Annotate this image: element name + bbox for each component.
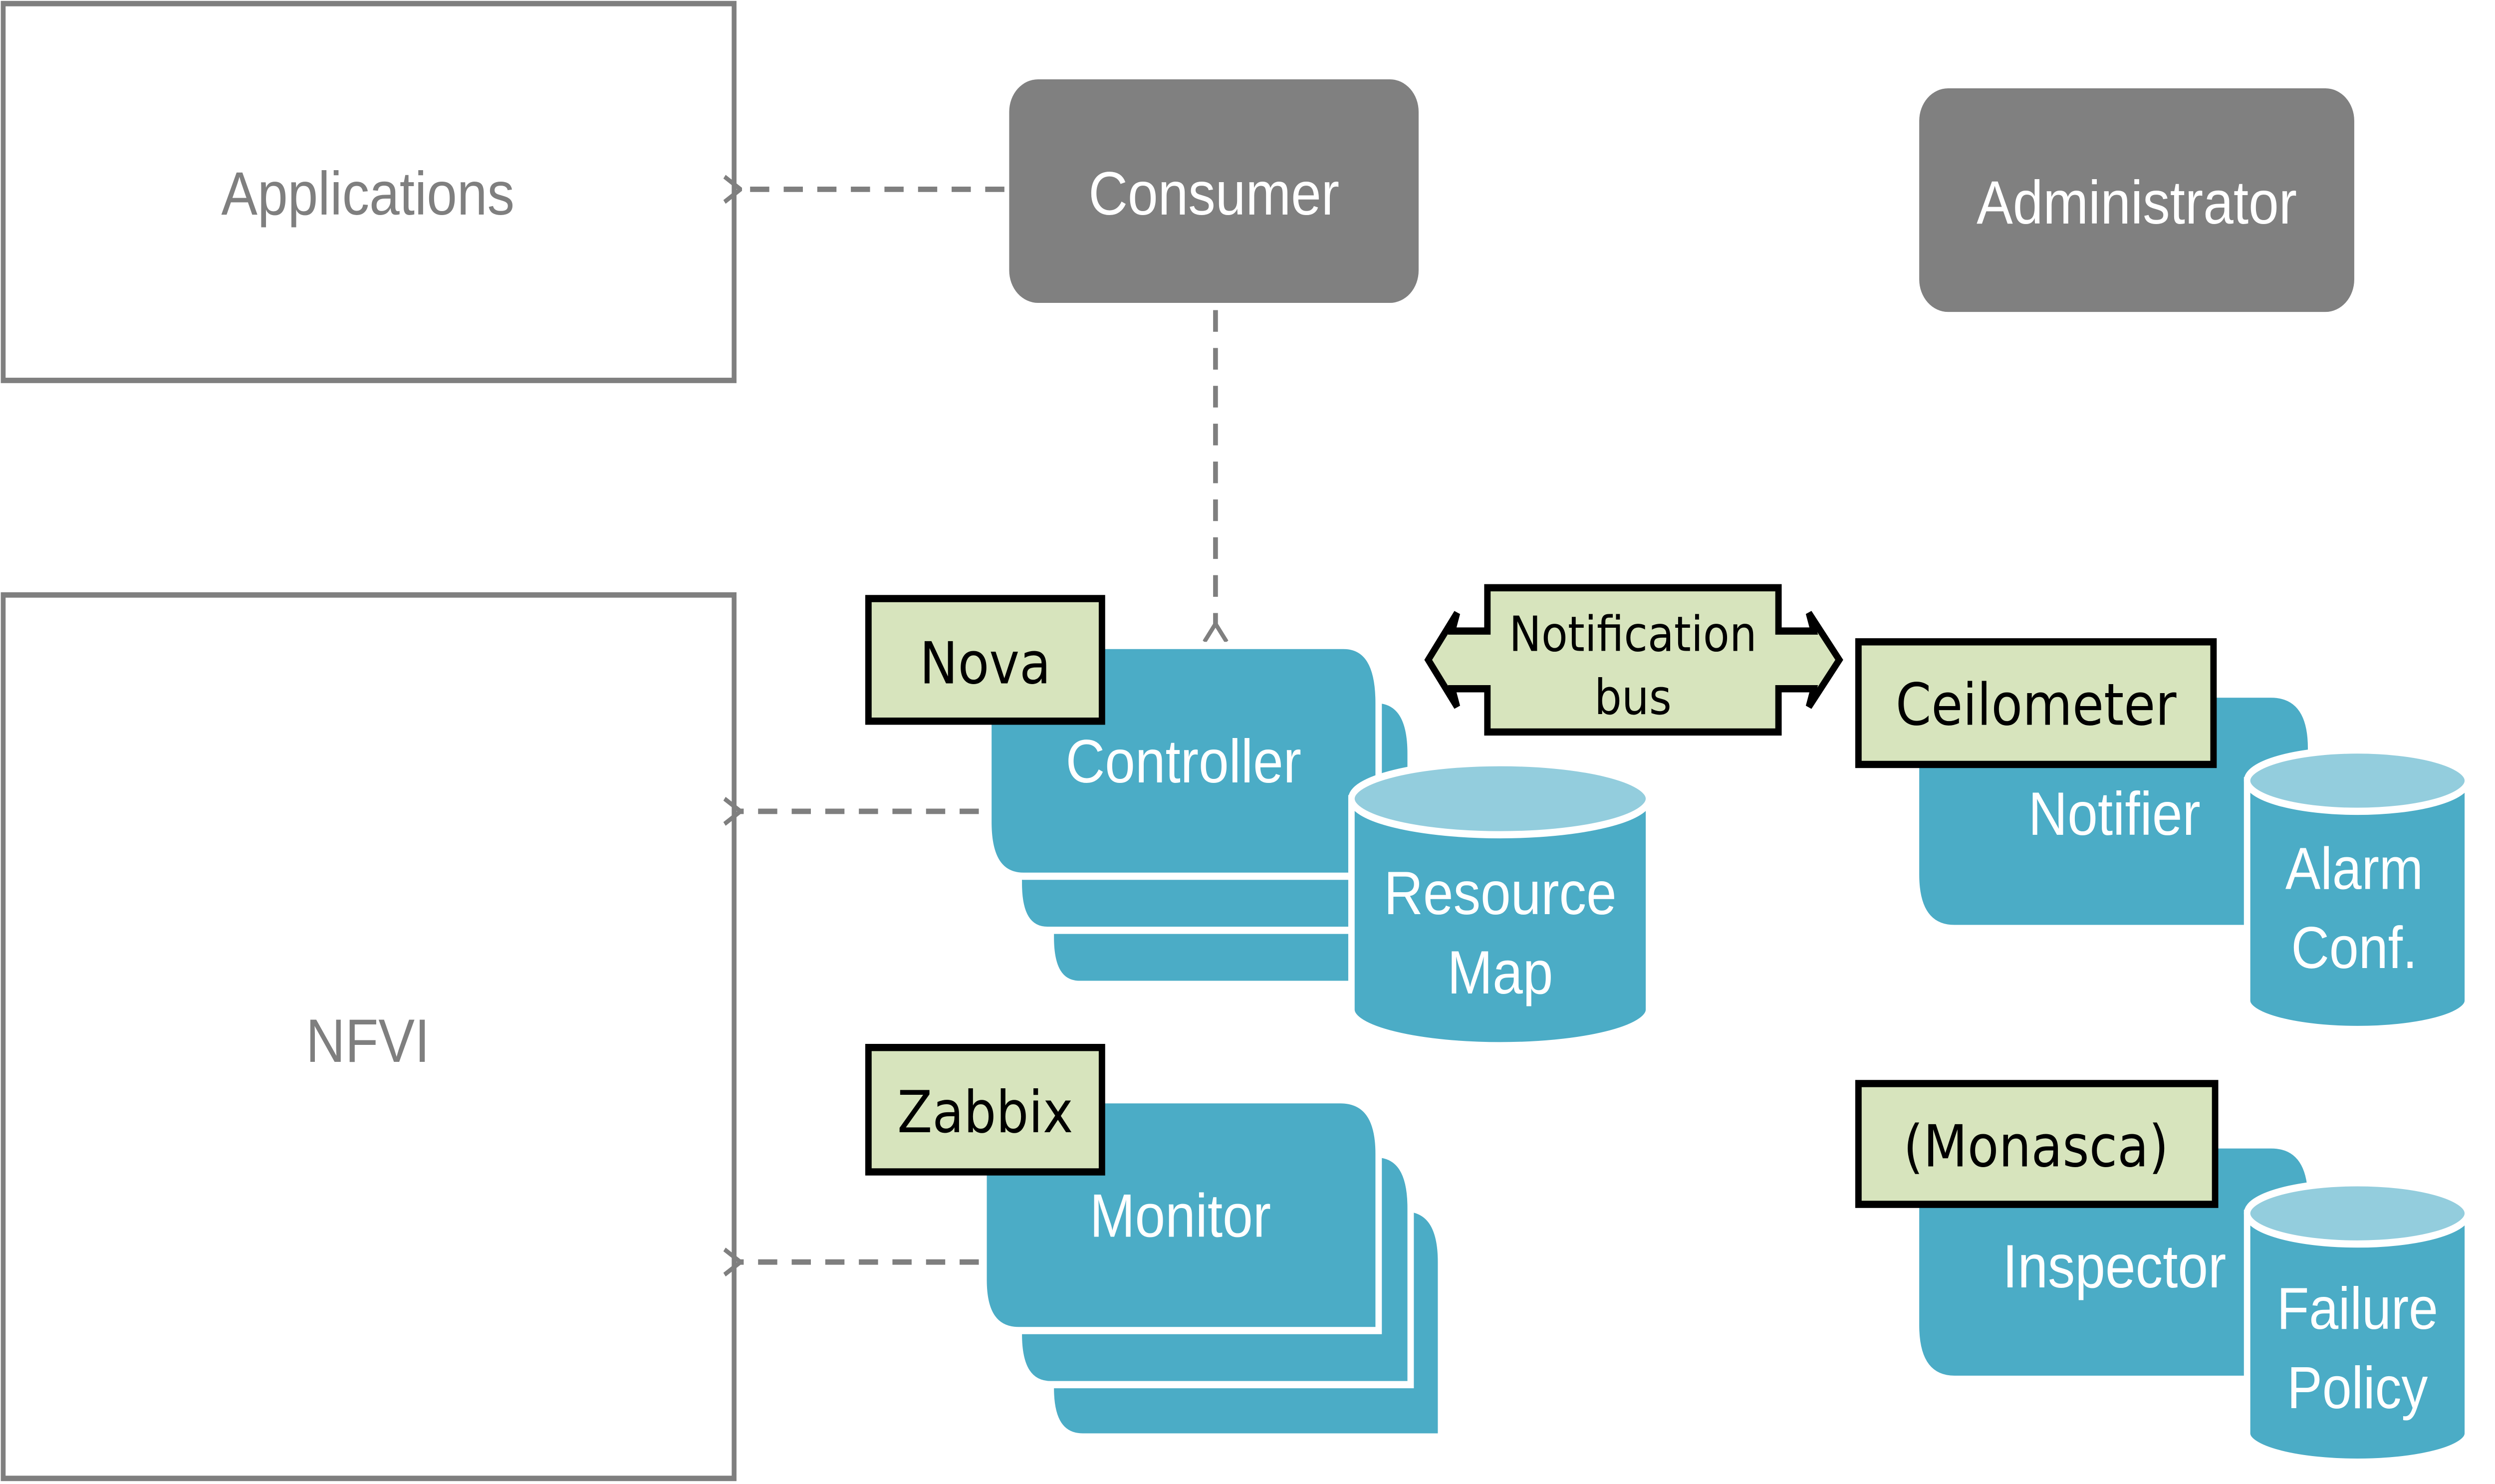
resource-map-line1: Resource	[1384, 859, 1616, 928]
monitor-label: Monitor	[1090, 1182, 1271, 1250]
alarm-conf-database: Alarm Conf.	[2244, 746, 2471, 1033]
ceilometer-label-box: Ceilometer	[1855, 638, 2217, 768]
failure-policy-line2: Policy	[2287, 1354, 2428, 1421]
alarm-conf-line2: Conf.	[2291, 914, 2418, 981]
nova-label: Nova	[920, 630, 1051, 697]
notifier-label: Notifier	[2028, 779, 2201, 848]
zabbix-label-box: Zabbix	[865, 1044, 1105, 1176]
consumer-box: Consumer	[1009, 79, 1419, 303]
failure-policy-line1: Failure	[2277, 1275, 2438, 1341]
administrator-box: Administrator	[1919, 88, 2354, 312]
failure-policy-database: Failure Policy	[2244, 1179, 2471, 1466]
notification-bus-line2: bus	[1594, 669, 1672, 726]
nova-label-box: Nova	[865, 595, 1105, 725]
applications-label: Applications	[221, 159, 514, 228]
notification-bus-line1: Notification	[1509, 605, 1757, 662]
consumer-label: Consumer	[1088, 159, 1339, 228]
monasca-label: (Monasca)	[1903, 1113, 2169, 1180]
ceilometer-label: Ceilometer	[1896, 672, 2177, 739]
applications-box: Applications	[0, 0, 737, 383]
nfvi-box: NFVI	[0, 592, 737, 1482]
administrator-label: Administrator	[1977, 168, 2297, 237]
notification-bus: Notification bus	[1424, 584, 1843, 736]
zabbix-label: Zabbix	[897, 1079, 1073, 1146]
resource-map-line2: Map	[1447, 938, 1553, 1007]
inspector-label: Inspector	[2002, 1232, 2226, 1301]
alarm-conf-line1: Alarm	[2285, 835, 2423, 901]
controller-stack: Controller	[985, 642, 1414, 988]
controller-label: Controller	[1066, 727, 1301, 796]
resource-map-database: Resource Map	[1348, 759, 1652, 1049]
monasca-label-box: (Monasca)	[1855, 1080, 2219, 1208]
nfvi-label: NFVI	[306, 1006, 430, 1075]
